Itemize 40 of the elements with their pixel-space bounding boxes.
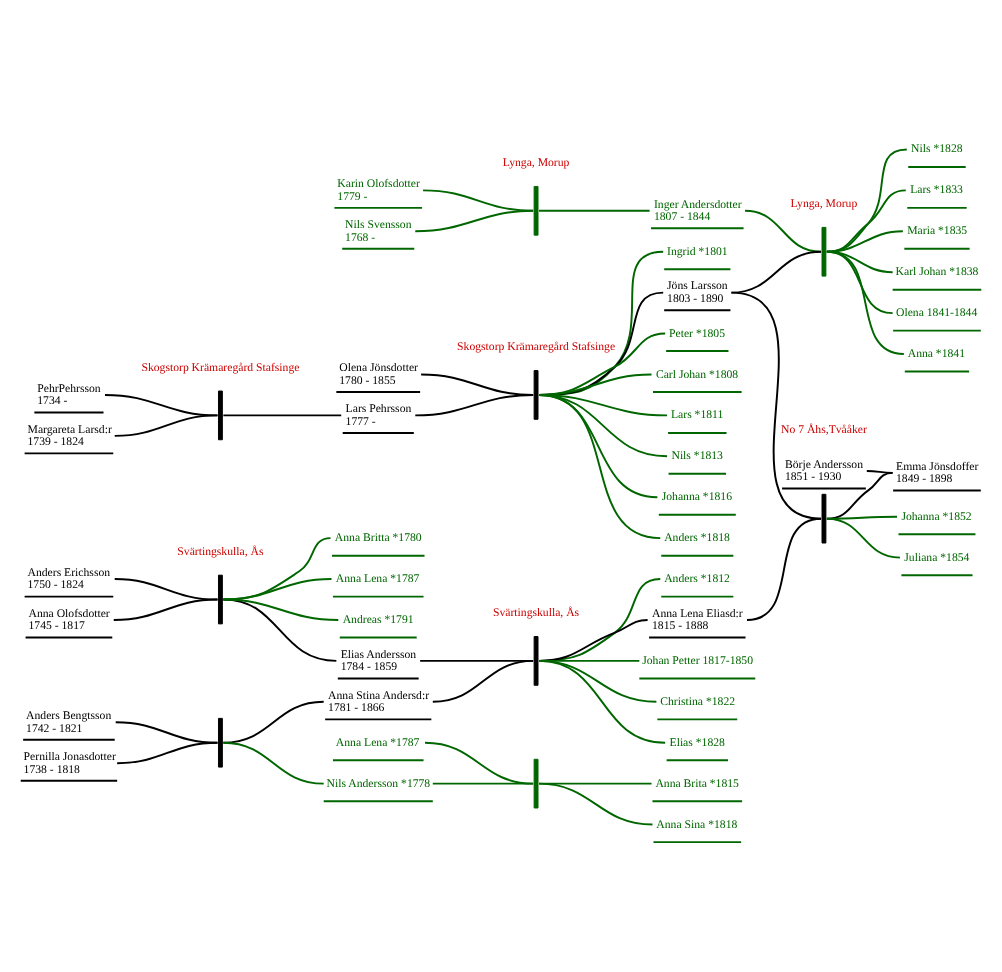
connector: [825, 188, 907, 252]
node-bar: [218, 573, 223, 624]
node-bar: [218, 389, 223, 440]
connector: [113, 413, 219, 436]
connector: [746, 516, 822, 620]
connector: [825, 470, 894, 519]
connector: [538, 781, 654, 825]
connector: [420, 372, 535, 395]
connector: [744, 208, 822, 252]
connector: [431, 658, 535, 702]
connector: [424, 740, 535, 784]
node-bar: [821, 492, 827, 543]
node-bar: [533, 757, 539, 808]
connector: [104, 392, 219, 416]
connector: [730, 290, 822, 519]
connector: [825, 249, 905, 354]
connector: [222, 536, 332, 600]
connector: [538, 208, 651, 211]
connector: [222, 597, 338, 661]
connector: [431, 781, 535, 784]
connector: [422, 188, 535, 211]
node-bar: [821, 225, 827, 276]
connector: [222, 597, 340, 620]
connector: [222, 740, 325, 784]
node-bar: [218, 716, 223, 767]
connector: [222, 577, 333, 600]
node-bar: [533, 369, 539, 419]
connector: [865, 468, 894, 473]
connector: [538, 658, 667, 743]
connector: [730, 249, 822, 293]
connector: [825, 147, 908, 252]
node-bar: [533, 184, 539, 235]
connector: [538, 392, 662, 539]
connector: [222, 413, 343, 416]
connector: [113, 577, 219, 600]
connector: [825, 516, 901, 558]
connector: [116, 740, 219, 764]
connector: [112, 597, 219, 620]
connector: [222, 699, 325, 743]
node-bar: [533, 635, 539, 685]
